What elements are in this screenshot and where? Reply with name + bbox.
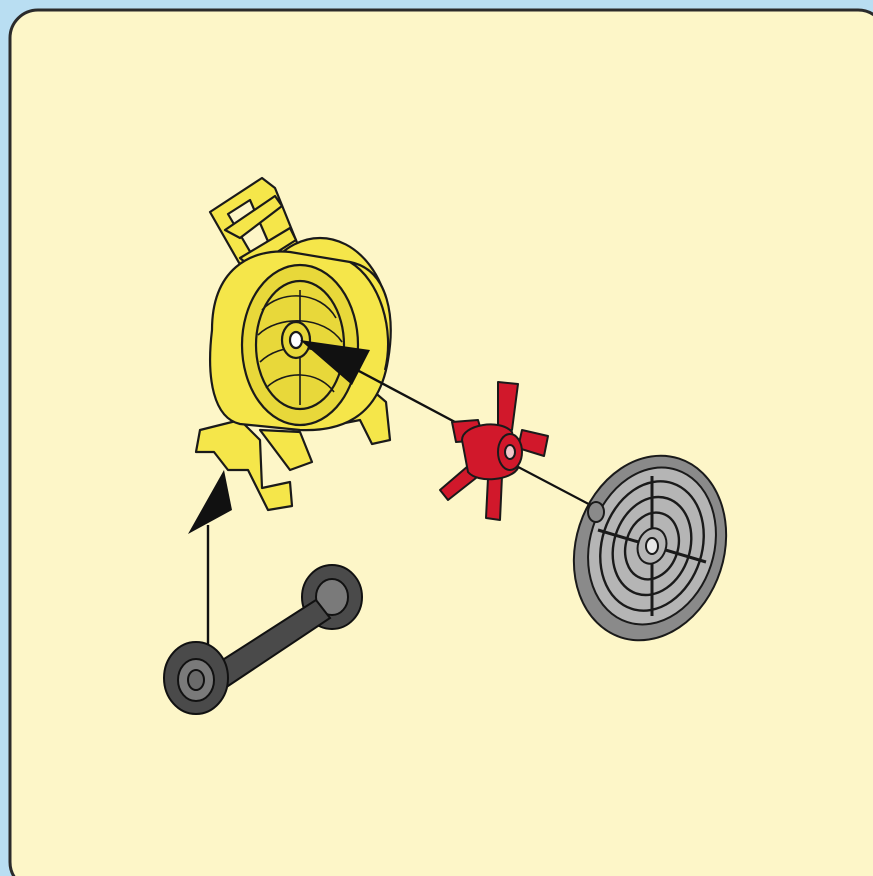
diagram-panel [10, 10, 873, 876]
